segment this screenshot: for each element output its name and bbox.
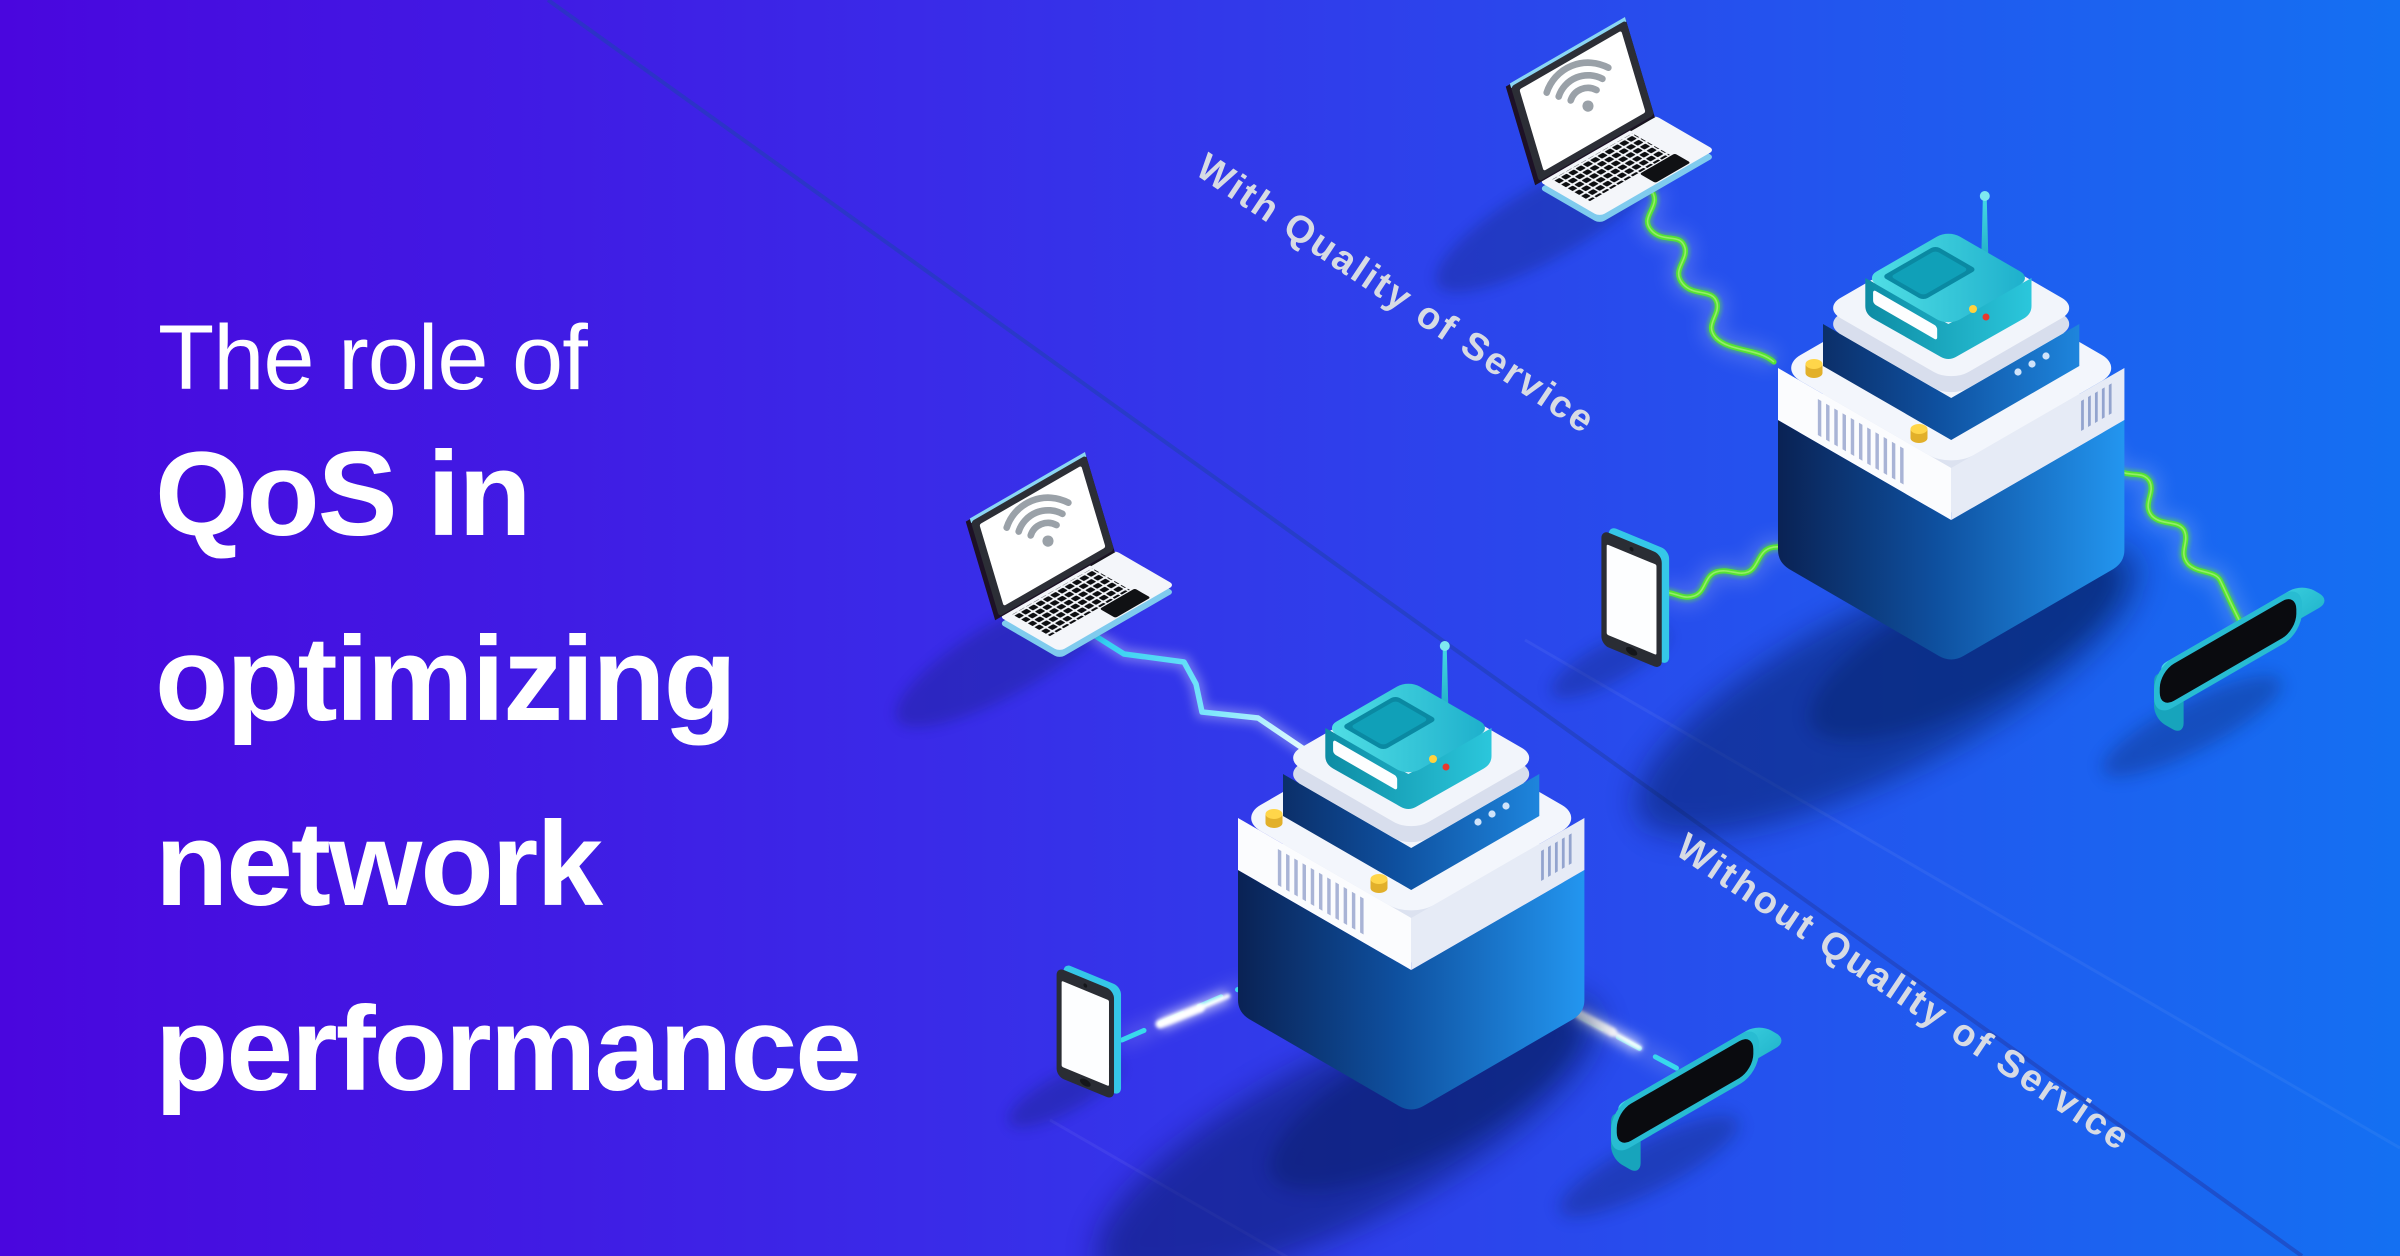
title-prefix: The role of (158, 307, 588, 409)
cable-laptop-to-router (1648, 190, 1774, 362)
title-line: QoS in (155, 427, 532, 561)
zigzag-laptop-to-router (1086, 630, 1326, 764)
tablet-with-qos (1542, 526, 1676, 711)
divider-line (546, 0, 2304, 1256)
title-line: performance (155, 982, 862, 1116)
page-title: QoS in optimizing network performance (155, 402, 862, 1142)
laptop-without-qos (879, 452, 1175, 751)
dashed-link-tablet-to-router (1119, 979, 1249, 1047)
scene-with-qos (1419, 17, 2332, 890)
tablet-without-qos (1001, 963, 1129, 1139)
scene-without-qos (879, 452, 1789, 1256)
title-line: network (155, 797, 603, 931)
title-line: optimizing (155, 612, 737, 746)
signal-comet (1155, 989, 1231, 1031)
speaker-with-qos (2092, 584, 2332, 794)
router-tower-without-qos (1060, 641, 1635, 1256)
